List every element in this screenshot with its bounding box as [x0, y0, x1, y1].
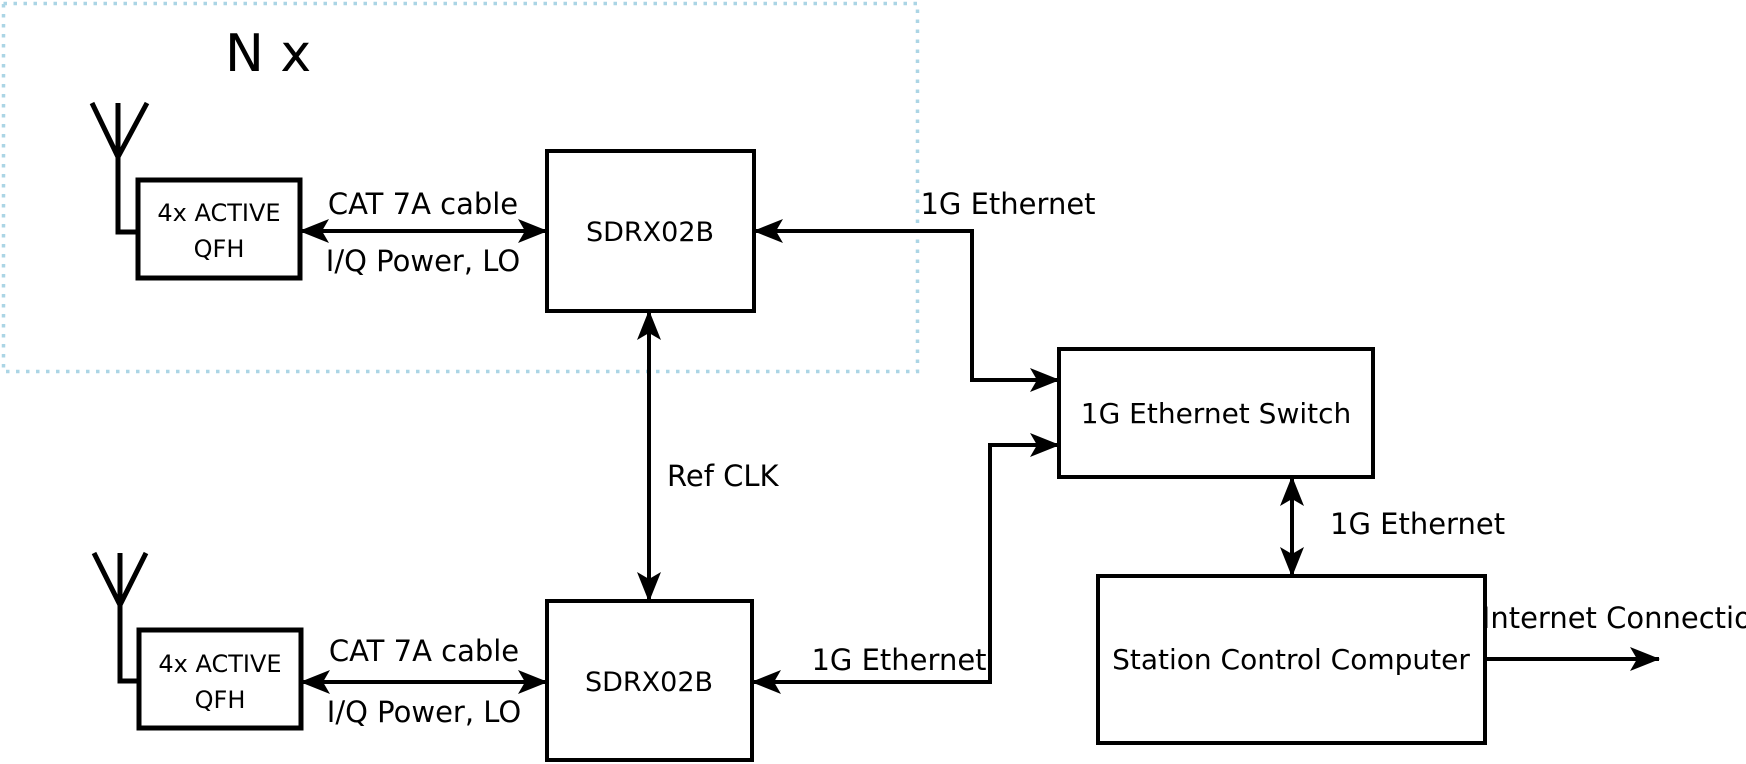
- ethernet-line-top: [753, 219, 1059, 382]
- sdrx-box-bottom-label: SDRX02B: [585, 667, 713, 698]
- iq-power-lo-top-label: I/Q Power, LO: [326, 244, 520, 278]
- qfh-box-top-label-line1: 4x ACTIVE: [157, 199, 280, 227]
- antenna-icon-top: [89, 101, 150, 235]
- station-computer-box: [1096, 574, 1487, 745]
- cable-bottom-label: CAT 7A cable: [329, 634, 519, 668]
- qfh-box-bottom-label-line1: 4x ACTIVE: [158, 650, 281, 678]
- ethernet-switch-label: 1G Ethernet Switch: [1081, 397, 1352, 430]
- ethernet-top-label: 1G Ethernet: [920, 187, 1095, 221]
- sdrx-box-top-label: SDRX02B: [586, 217, 714, 248]
- qfh-box-bottom-label-line2: QFH: [195, 686, 246, 714]
- qfh-box-top: [135, 177, 303, 281]
- iq-power-lo-bottom-label: I/Q Power, LO: [327, 695, 521, 729]
- repeat-group-box: [1, 1, 920, 374]
- station-computer-label: Station Control Computer: [1112, 643, 1470, 676]
- antenna-icon-bottom: [91, 551, 149, 684]
- ethernet-switch-pc-label: 1G Ethernet: [1330, 507, 1505, 541]
- cable-top-label: CAT 7A cable: [328, 187, 518, 221]
- ref-clk-label: Ref CLK: [667, 459, 780, 493]
- ethernet-bottom-label: 1G Ethernet: [811, 643, 986, 677]
- qfh-box-top-label-line2: QFH: [194, 235, 245, 263]
- internet-connection-label: Internet Connection: [1482, 601, 1746, 635]
- ethernet-switch-box: [1057, 347, 1375, 479]
- repeat-group-multiplier-label: N x: [225, 24, 311, 84]
